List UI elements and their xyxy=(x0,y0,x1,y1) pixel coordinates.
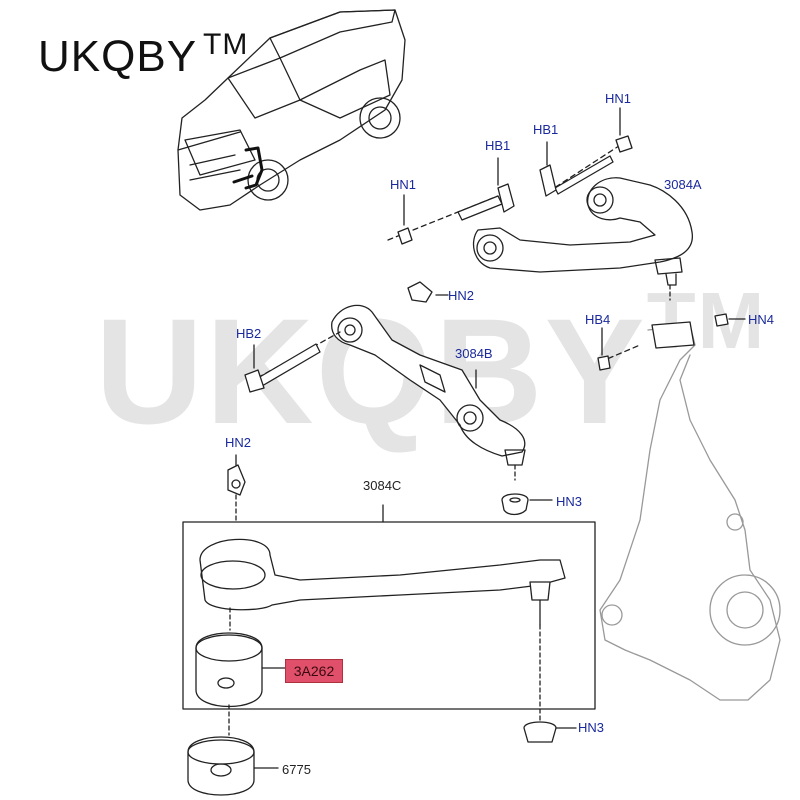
steering-knuckle xyxy=(597,313,781,701)
label-part-3084a: 3084A xyxy=(664,177,702,192)
label-part-3084c: 3084C xyxy=(363,478,402,493)
label-hn4: HN4 xyxy=(748,312,775,327)
upper-control-arm-3084a xyxy=(472,177,693,301)
brand-text: UKQBY xyxy=(38,32,198,81)
label-part-3a262: 3A262 xyxy=(285,659,343,683)
label-hn2-top: HN2 xyxy=(448,288,475,303)
arm-3084c-box xyxy=(182,454,596,743)
label-hn1-top: HN1 xyxy=(605,91,632,106)
label-hb2: HB2 xyxy=(236,326,262,341)
vehicle-illustration xyxy=(177,9,406,211)
nut-hn3-mid xyxy=(501,493,553,516)
label-hb4: HB4 xyxy=(585,312,611,327)
label-hn3-mid: HN3 xyxy=(556,494,583,509)
label-hn1-left: HN1 xyxy=(390,177,417,192)
watermark-mark: TM xyxy=(646,276,767,365)
label-part-6775: 6775 xyxy=(282,762,311,777)
bolt-group-top xyxy=(387,107,633,245)
brand-mark: TM xyxy=(203,28,249,61)
bushing-6775 xyxy=(187,736,279,796)
bushing-3a262 xyxy=(195,632,286,736)
label-hn3-bottom: HN3 xyxy=(578,720,605,735)
label-hn2-left: HN2 xyxy=(225,435,252,450)
label-hb1-b: HB1 xyxy=(533,122,559,137)
label-part-3084b: 3084B xyxy=(455,346,493,361)
lower-arm-3084b xyxy=(244,281,526,481)
label-hb1-a: HB1 xyxy=(485,138,511,153)
